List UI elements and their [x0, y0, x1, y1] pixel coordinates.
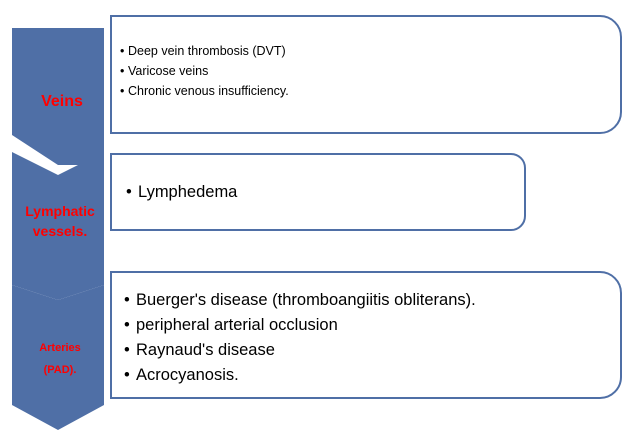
lymphatic-vessels-box: • Lymphedema: [110, 153, 526, 231]
chevron-arteries: [12, 285, 104, 430]
veins-box: •Deep vein thrombosis (DVT) •Varicose ve…: [110, 15, 622, 134]
list-item: • Acrocyanosis.: [124, 363, 476, 388]
bullet-icon: •: [120, 44, 125, 58]
arteries-label-line2: (PAD).: [44, 364, 77, 376]
bullet-icon: •: [124, 291, 130, 309]
chevron-lymphatic-vessels: [12, 152, 104, 300]
list-item-text: Varicose veins: [128, 64, 209, 78]
list-item-text: Acrocyanosis.: [136, 366, 239, 384]
bullet-icon: •: [120, 84, 125, 98]
list-item: • Buerger's disease (thromboangiitis obli…: [124, 288, 476, 313]
lymphatic-label-line1: Lymphatic: [25, 203, 95, 219]
list-item: • peripheral arterial occlusion: [124, 313, 476, 338]
bullet-icon: •: [124, 366, 130, 384]
bullet-icon: •: [126, 183, 132, 201]
arteries-label-line1: Arteries: [39, 342, 81, 354]
bullet-icon: •: [120, 64, 125, 78]
list-item-text: Deep vein thrombosis (DVT): [128, 44, 286, 58]
lymphatic-label-line2: vessels.: [33, 223, 88, 239]
list-item-text: peripheral arterial occlusion: [136, 316, 338, 334]
list-item-text: Buerger's disease (thromboangiitis oblit…: [136, 291, 476, 309]
lymphatic-list: • Lymphedema: [126, 181, 237, 203]
veins-label: Veins: [41, 93, 83, 110]
list-item-text: Lymphedema: [138, 183, 238, 201]
arteries-list: • Buerger's disease (thromboangiitis obli…: [124, 288, 476, 388]
bullet-icon: •: [124, 341, 130, 359]
list-item-text: Chronic venous insufficiency.: [128, 84, 289, 98]
list-item: •Deep vein thrombosis (DVT): [120, 41, 289, 61]
bullet-icon: •: [124, 316, 130, 334]
arteries-box: • Buerger's disease (thromboangiitis obli…: [110, 271, 622, 399]
list-item: • Raynaud's disease: [124, 338, 476, 363]
veins-list: •Deep vein thrombosis (DVT) •Varicose ve…: [120, 41, 289, 101]
list-item-text: Raynaud's disease: [136, 341, 275, 359]
chevron-veins: [12, 28, 104, 165]
list-item: • Lymphedema: [126, 181, 237, 203]
list-item: •Varicose veins: [120, 61, 289, 81]
list-item: •Chronic venous insufficiency.: [120, 81, 289, 101]
